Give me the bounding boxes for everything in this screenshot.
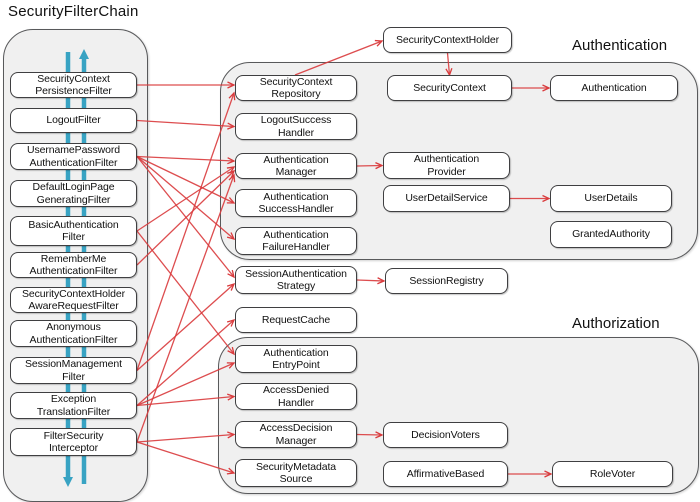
node-scr: SecurityContext Repository [235, 75, 357, 101]
node-logout: LogoutFilter [10, 108, 137, 133]
node-scpf: SecurityContext PersistenceFilter [10, 72, 137, 98]
node-dv: DecisionVoters [383, 422, 508, 448]
node-remember: RememberMe AuthenticationFilter [10, 252, 137, 278]
node-upaf: UsernamePassword AuthenticationFilter [10, 143, 137, 170]
diagram-title: SecurityFilterChain [8, 3, 139, 20]
node-anon: Anonymous AuthenticationFilter [10, 320, 137, 347]
node-sas: SessionAuthentication Strategy [235, 266, 357, 294]
node-adh: AccessDenied Handler [235, 383, 357, 410]
node-sreg: SessionRegistry [385, 268, 508, 294]
node-fsi: FilterSecurity Interceptor [10, 428, 137, 456]
node-rc: RequestCache [235, 307, 357, 333]
node-smf: SessionManagement Filter [10, 357, 137, 384]
node-aep: Authentication EntryPoint [235, 345, 357, 373]
node-am: Authentication Manager [235, 153, 357, 179]
node-lsh: LogoutSuccess Handler [235, 113, 357, 140]
node-afh: Authentication FailureHandler [235, 227, 357, 255]
node-adm: AccessDecision Manager [235, 421, 357, 448]
node-ap: Authentication Provider [383, 152, 510, 179]
node-sms: SecurityMetadata Source [235, 459, 357, 487]
edge-basic-to-aep [136, 230, 235, 356]
node-uds: UserDetailService [383, 185, 510, 212]
node-etf: Exception TranslationFilter [10, 392, 137, 419]
node-authn: Authentication [550, 75, 678, 101]
node-dlpg: DefaultLoginPage GeneratingFilter [10, 180, 137, 207]
node-basic: BasicAuthentication Filter [10, 216, 137, 246]
node-sch: SecurityContextHolder [383, 27, 512, 53]
node-rv: RoleVoter [552, 461, 673, 487]
node-schar: SecurityContextHolder AwareRequestFilter [10, 287, 137, 313]
edge-sas-to-sreg [356, 277, 386, 285]
node-ab: AffirmativeBased [383, 461, 508, 487]
authentication-section-label: Authentication [572, 37, 668, 54]
node-ud: UserDetails [550, 185, 672, 212]
node-ash: Authentication SuccessHandler [235, 189, 357, 217]
authorization-section-label: Authorization [572, 315, 660, 332]
node-sc: SecurityContext [387, 75, 512, 101]
node-ga: GrantedAuthority [550, 221, 672, 248]
